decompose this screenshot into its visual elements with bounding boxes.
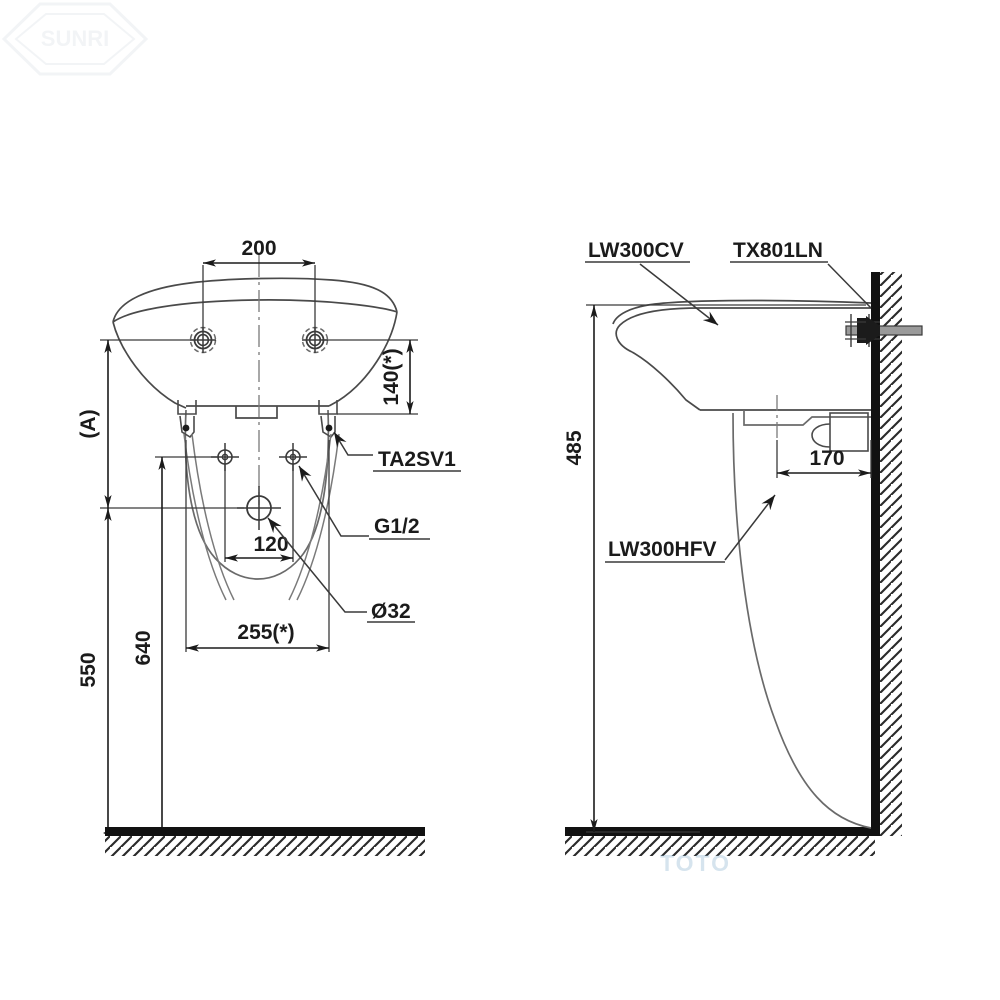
ext-lines-140 xyxy=(322,339,418,415)
callout-label-lw300cv: LW300CV xyxy=(588,239,684,262)
callout-label-lw300hfv: LW300HFV xyxy=(608,538,717,561)
ext-lines-485 xyxy=(586,304,866,833)
supply-pipe-lines xyxy=(183,433,340,601)
ext-lines-255 xyxy=(185,440,330,652)
shroud-profile-outline xyxy=(732,410,872,829)
leader-ta2sv1 xyxy=(333,431,461,472)
side-view-floor xyxy=(565,827,875,856)
basin-profile-outline xyxy=(612,299,872,411)
dim-label-485: 485 xyxy=(563,430,586,465)
side-view-group: 485 170 LW300CV TX801LN xyxy=(563,239,923,856)
shroud-outline xyxy=(184,409,330,580)
callout-label-g12: G1/2 xyxy=(374,515,420,538)
dim-label-120: 120 xyxy=(253,533,288,556)
basin-body-outline xyxy=(112,311,398,409)
dim-label-255: 255(*) xyxy=(237,621,294,644)
basin-apron-line xyxy=(186,405,329,419)
wall-mounting-bolt xyxy=(845,314,923,347)
dim-label-640: 640 xyxy=(132,630,155,665)
dim-label-550: 550 xyxy=(77,652,100,687)
dim-label-200: 200 xyxy=(241,237,276,260)
leader-g12 xyxy=(298,465,430,540)
leader-d32 xyxy=(267,517,415,623)
side-view-wall xyxy=(871,272,902,836)
callout-label-tx801ln: TX801LN xyxy=(733,239,823,262)
dim-label-A: (A) xyxy=(77,409,100,438)
drain-outlet-hole xyxy=(237,486,281,530)
front-view-group: 200 140(*) (A) 550 xyxy=(77,237,461,856)
leader-tx801ln xyxy=(730,261,872,309)
dim-label-170: 170 xyxy=(809,447,844,470)
ext-lines-200 xyxy=(202,265,316,330)
callout-label-ta2sv1: TA2SV1 xyxy=(378,448,456,471)
basin-rim-outline xyxy=(112,277,398,323)
waste-fitting xyxy=(811,412,869,452)
front-view-floor xyxy=(105,827,425,856)
ext-lines-A xyxy=(100,339,244,509)
callout-label-d32: Ø32 xyxy=(371,600,411,623)
angle-valve-bracket-left xyxy=(177,400,197,439)
leader-lw300cv xyxy=(585,261,719,326)
ext-lines-120 xyxy=(224,464,294,562)
leader-lw300hfv xyxy=(605,494,776,563)
dim-label-140: 140(*) xyxy=(380,348,403,405)
